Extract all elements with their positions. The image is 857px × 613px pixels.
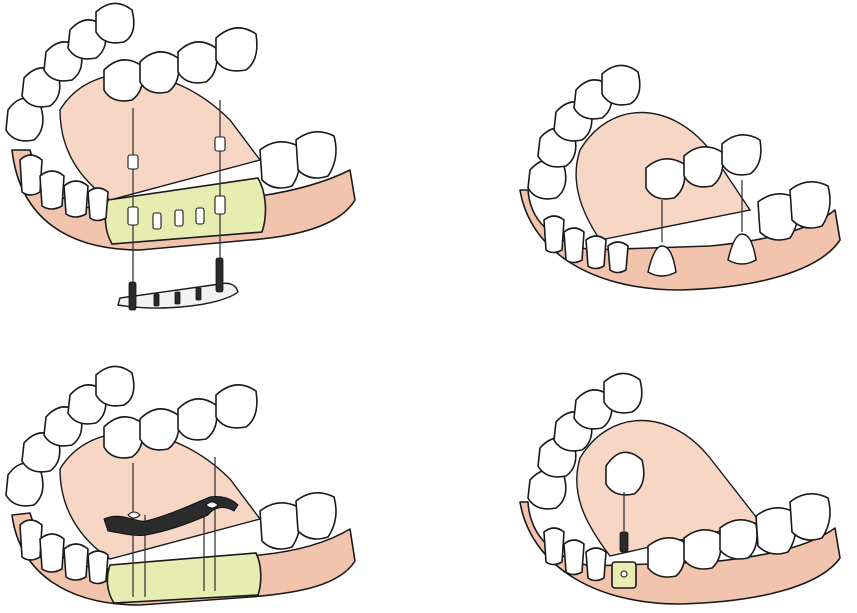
implant-abutment xyxy=(620,532,628,552)
diagram-tooth-supported-bridge xyxy=(510,60,857,310)
diagram-implant-bar-bridge xyxy=(0,0,380,320)
panel-bottom-right xyxy=(510,372,857,613)
prepared-abutment-tooth xyxy=(728,234,756,264)
panel-top-right xyxy=(510,60,857,310)
diagram-single-implant-crown xyxy=(510,372,857,613)
diagram-implant-overdenture-bar xyxy=(0,365,380,613)
implant-crown xyxy=(606,452,644,495)
panel-bottom-left xyxy=(0,365,380,613)
palate xyxy=(60,433,260,559)
bone-graft-block xyxy=(107,553,260,603)
panel-top-left xyxy=(0,0,380,320)
